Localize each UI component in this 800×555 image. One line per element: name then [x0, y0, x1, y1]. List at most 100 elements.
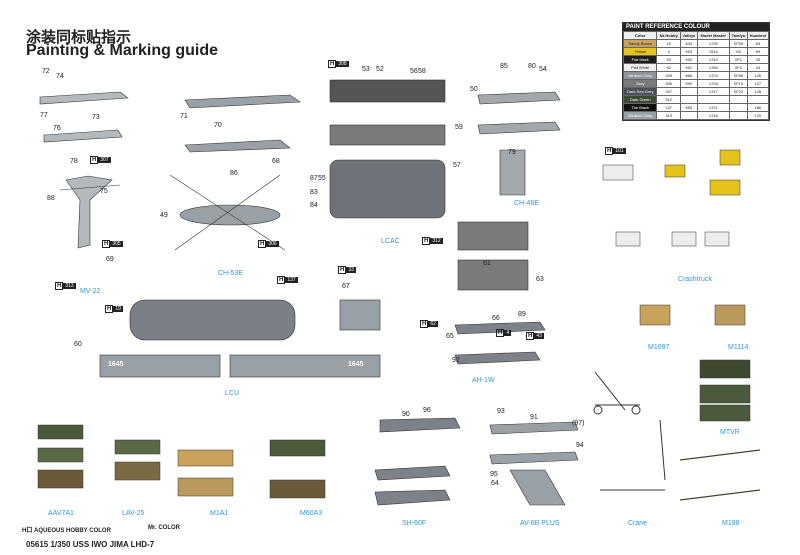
label-m1114: M1114 [728, 344, 749, 351]
yellow-tow-drawings [664, 149, 741, 196]
paint-cell-h: 120 [746, 111, 770, 120]
crane-drawings [593, 371, 666, 491]
crashtruck-drawings [602, 164, 730, 247]
callout-number: 66 [492, 315, 500, 322]
callout-number: 49 [160, 212, 168, 219]
av8b-drawings [489, 421, 579, 506]
callout-number: 89 [518, 311, 526, 318]
paint-cell-code: 313 [656, 111, 681, 120]
label-m1a1: M1A1 [210, 510, 229, 517]
label-av8b: AV-8B PLUS [520, 520, 560, 527]
title-chinese: 涂装同标贴指示 [26, 29, 132, 46]
callout-number: 88 [47, 195, 55, 202]
callout-number: 52 [376, 66, 384, 73]
paint-tag-h: H [338, 266, 347, 274]
ah1w-drawings [454, 321, 546, 365]
paint-tag-code: 306 [266, 241, 279, 247]
m198-drawings [679, 449, 761, 501]
label-crane: Crane [628, 520, 648, 527]
label-mv22: MV-22 [80, 288, 101, 295]
label-ch46e: CH-46E [514, 200, 539, 207]
paint-tag-h: H [422, 237, 431, 245]
callout-number: 91 [530, 414, 538, 421]
label-mtvr: MTVR [720, 429, 740, 436]
paint-tag-h: H [105, 305, 114, 313]
callout-number: 59 [455, 124, 463, 131]
paint-reference-table: PAINT REFERENCE COLOUR Color Mr.Hobby Va… [622, 22, 770, 121]
callout-number: (97) [572, 420, 585, 427]
paint-tag-h: H [526, 332, 535, 340]
callout-number: 75 [100, 188, 108, 195]
paint-tag-h: H [277, 276, 286, 284]
callout-number: 83 [310, 189, 318, 196]
kit-info: 05615 1/350 USS IWO JIMA LHD-7 [26, 540, 155, 549]
paint-tag-code: 43 [534, 333, 544, 339]
paint-table-title: PAINT REFERENCE COLOUR [623, 23, 769, 31]
label-sh60f: SH-60F [402, 520, 427, 527]
callout-number: 76 [53, 125, 61, 132]
callout-number: 72 [42, 68, 50, 75]
paint-tag-code: 101 [613, 148, 626, 154]
callout-number: 77 [40, 112, 48, 119]
footer-aqueous-legend: H口 AQUEOUS HOBBY COLOR [22, 528, 111, 534]
callout-number: 50 [470, 86, 478, 93]
callout-number: 65 [446, 333, 454, 340]
callout-number: 94 [576, 442, 584, 449]
paint-tag-code: 62 [428, 321, 438, 327]
hull-number-lcu-1: 1645 [108, 361, 124, 368]
label-m1097: M1097 [648, 344, 670, 351]
paint-tag-h: H [328, 60, 337, 68]
paint-tag-h: H [55, 282, 64, 290]
label-lav25: LAV-25 [122, 510, 145, 517]
callout-number: 78 [70, 158, 78, 165]
sh60f-drawings [374, 417, 461, 506]
callout-number: 67 [342, 283, 350, 290]
callout-number: 80 [528, 63, 536, 70]
label-lcu: LCU [225, 390, 240, 397]
callout-number: 74 [56, 73, 64, 80]
paint-tag-code: 33 [346, 267, 356, 273]
callout-number: 71 [180, 113, 188, 120]
label-m198: M198 [722, 520, 740, 527]
callout-number: 54 [539, 66, 547, 73]
paint-tag-code: 313 [63, 283, 76, 289]
callout-number: 90 [402, 411, 410, 418]
callout-number: 70 [214, 122, 222, 129]
paint-tag-h: H [496, 329, 505, 337]
paint-tag-code: 19 [113, 306, 123, 312]
callout-number: 61 [483, 260, 491, 267]
title-english: Painting & Marking guide [26, 42, 219, 59]
paint-tag-code: 308 [336, 61, 349, 67]
footer-mrcolor-legend: Mr. COLOR [148, 525, 181, 531]
paint-tag-h: H [102, 240, 111, 248]
hull-number-lcu-2: 1645 [348, 361, 364, 368]
callout-number: 93 [497, 408, 505, 415]
callout-number: 60 [74, 341, 82, 348]
callout-number: 84 [310, 202, 318, 209]
callout-number: 57 [453, 162, 461, 169]
callout-number: 92 [452, 357, 460, 364]
callout-number: 79 [508, 149, 516, 156]
paint-table-grid: Color Mr.Hobby Vallejo Model Master Tami… [622, 31, 770, 120]
ground-vehicles [37, 304, 751, 499]
paint-tag-code: 137 [285, 277, 298, 283]
paint-tag-code: 312 [430, 238, 443, 244]
label-m60a3: M60A3 [300, 510, 323, 517]
callout-number: 85 [500, 63, 508, 70]
label-ch53e: CH-53E [218, 270, 243, 277]
